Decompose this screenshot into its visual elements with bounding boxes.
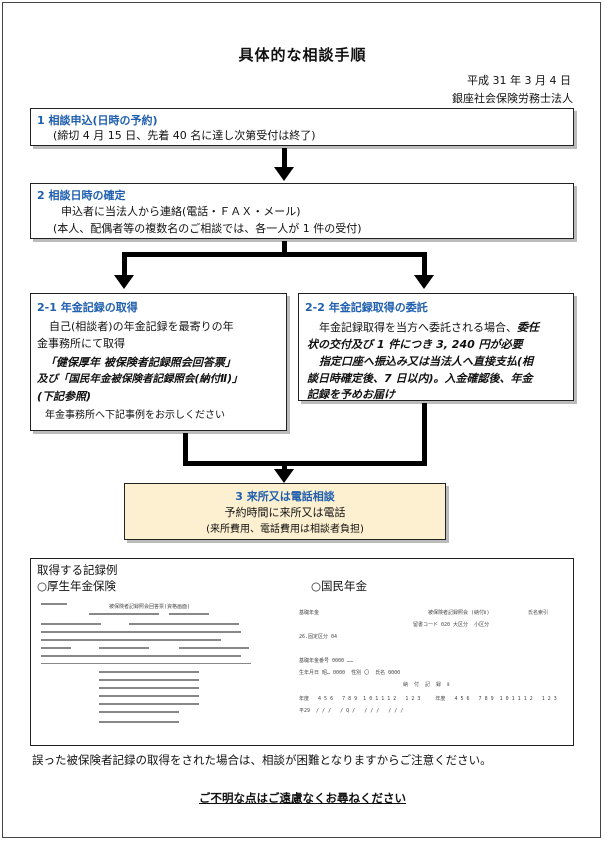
document-date: 平成 31 年 3 月 4 日 [467,74,571,87]
arrow-shaft [183,433,188,466]
examples-left-label: ○厚生年金保険 [37,579,117,593]
footer-text: ご不明な点はご遠慮なくお尋ねください [199,791,406,805]
step21-text-4: 及び「国民年金被保険者記録照会(納付Ⅱ)」 [37,373,243,385]
arrow-down-icon [274,469,294,483]
step22-text-1a: 年金記録取得を当方へ委託される場合、 [319,321,517,334]
kosei-doc-title: 被保険者記録照会回答票(資格画面) [109,604,191,610]
kokumin-sample-document: 基礎年金 被保険者記録照会 (納付Ⅱ) 氏名索引 留書コード 020 大区分 小… [293,605,571,741]
arrow-shaft [282,148,287,168]
step21-text-5: (下記参照) [37,390,92,403]
step22-box: 2-2 年金記録取得の委託 年金記録取得を当方へ委託される場合、委任 状の交付及… [298,293,574,401]
step22-heading: 2-2 年金記録取得の委託 [305,301,428,314]
organization-name: 銀座社会保険労務士法人 [452,92,573,105]
arrow-shaft [282,241,287,254]
step22-text-3: 指定口座へ振込み又は当法人へ直接支払(相 [319,355,534,368]
kokumin-doc-line3: 生年月日 昭… 0000 性別 〇 氏名 0000 [299,670,401,676]
arrow-shaft [282,461,287,471]
kosei-sample-document: 被保険者記録照会回答票(資格画面) [39,601,259,741]
page-title: 具体的な相談手順 [238,46,367,64]
step2-text-1: 申込者に当法人から連絡(電話・ＦＡＸ・メール) [61,205,301,218]
examples-heading: 取得する記録例 [37,563,118,577]
step21-text-2: 金事務所にて取得 [37,337,125,350]
kosei-doc-scan [41,603,251,723]
arrow-shaft [422,252,427,276]
kokumin-doc-code: 留書コード 020 大区分 小区分 [413,622,490,628]
step2-box: 2 相談日時の確定 申込者に当法人から連絡(電話・ＦＡＸ・メール) (本人、配偶… [30,183,574,239]
step1-heading: 1 相談申込(日時の予約) [37,114,158,127]
kokumin-doc-header: 基礎年金 [299,610,320,616]
kokumin-doc-title: 被保険者記録照会 (納付Ⅱ) [428,610,490,616]
arrow-down-icon [274,167,294,181]
step2-text-2: (本人、配偶者等の複数名のご相談では、各一人が 1 件の受付) [53,222,362,235]
kokumin-doc-line6: 平29 / / / / Q / / / / / / / [299,708,404,714]
step3-text-2: (来所費用、電話費用は相談者負担) [206,524,364,535]
kokumin-doc-suffix: 氏名索引 [528,610,549,616]
arrow-merge-bar [183,461,427,466]
examples-box: 取得する記録例 ○厚生年金保険 ○国民年金 被保険者記録照会回答票(資格画面) [30,558,574,746]
step21-heading: 2-1 年金記録の取得 [37,301,138,314]
step22-text-1b: 委任 [517,321,539,334]
arrow-down-icon [114,275,134,289]
step21-text-3: 「健保厚年 被保険者記録照会回答票」 [45,356,236,369]
step21-text-6: 年金事務所へ下記事例をお示しください [45,410,225,421]
step1-box: 1 相談申込(日時の予約) (締切 4 月 15 日、先着 40 名に達し次第受… [30,108,574,146]
step22-text-4: 談日時確定後、7 日以内)。入金確認後、年金 [307,372,533,385]
arrow-shaft [122,252,127,276]
notice-text: 誤った被保険者記録の取得をされた場合は、相談が困難となりますからご注意ください。 [32,753,492,767]
step2-heading: 2 相談日時の確定 [37,189,126,202]
step21-box: 2-1 年金記録の取得 自己(相談者)の年金記録を最寄りの年 金事務所にて取得 … [30,293,287,431]
kokumin-doc-line5: 年度 4 5 6 7 8 9 1 0 1 1 1 2 1 2 3 年度 4 5 … [299,696,557,702]
kokumin-doc-line1: 26.固定区分 04 [299,634,338,640]
arrow-down-icon [414,275,434,289]
step22-text-5: 記録を予めお届け [307,388,395,401]
arrow-shaft [422,403,427,466]
kokumin-doc-line2: 基礎年金番号 0000 …… [299,658,354,664]
step21-text-1: 自己(相談者)の年金記録を最寄りの年 [49,320,234,333]
arrow-branch-bar [122,252,427,257]
step3-box: 3 来所又は電話相談 予約時間に来所又は電話 (来所費用、電話費用は相談者負担) [124,483,446,540]
examples-right-label: ○国民年金 [311,579,368,593]
step3-text-1: 予約時間に来所又は電話 [224,506,346,519]
step1-text: (締切 4 月 15 日、先着 40 名に達し次第受付は終了) [53,129,316,142]
step3-heading: 3 来所又は電話相談 [235,490,335,503]
kokumin-doc-line4: 納 付 記 録 Ⅱ [403,682,450,688]
step22-text-2: 状の交付及び 1 件につき 3, 240 円が必要 [307,338,523,351]
